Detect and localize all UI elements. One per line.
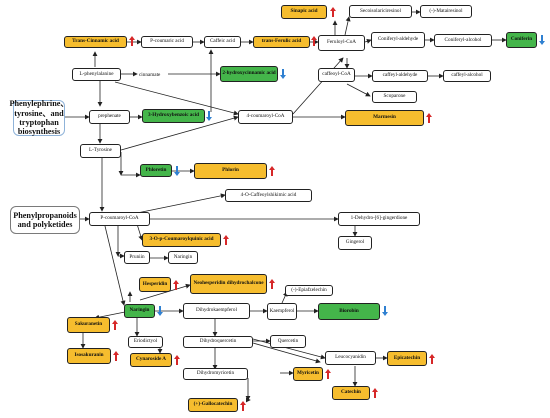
node-dihydroquercetin: Dihydroquercetin [183,336,253,348]
node-coniferyl-aldehyde: Coniferyl-aldehyde [371,32,425,48]
node-epiafzelechin: (-)-Epiafzelechin [285,285,333,296]
node-scoparone: Scoparone [372,91,417,103]
node-dihydromyricetin: Dihydromyricetin [183,368,248,380]
indicator-2-hydroxycinnamic-acid-icon [280,69,286,79]
node-myricetin: Myricetin [293,367,323,381]
node-3-o-p-coumaroylquinic-acid: 3-O-p-Coumaroylquinic acid [142,233,221,247]
node-sinapic-acid: Sinapic acid [281,5,327,19]
node-kaempferol: Kaempferol [267,303,297,320]
indicator-phloretin-icon [174,166,180,176]
indicator-sinapic-acid-icon [330,7,336,17]
node-coniferyl-alcohol: Coniferyl-alcohol [434,34,492,47]
node-4-o-caffeoylshikimic-acid: 4-O-Caffeoylshikimic acid [225,189,312,202]
node-l-tyrosine: L-Tyrosine [80,144,121,158]
indicator-biorobin-icon [382,306,388,316]
group-phenylephrine: Phenylephrine、tyrosine、and tryptophan bi… [9,99,69,137]
node-caffeyl-alcohol: caffeyl-alcohol [443,70,491,82]
node-2-hydroxycinnamic-acid: 2-hydroxycinnamic acid [220,66,278,82]
indicator-myricetin-icon [325,369,331,379]
indicator-trans-cinnamic-acid-icon [129,36,135,46]
indicator-naringin-icon [157,306,163,316]
node-l-phenylalanine: L-phenylalanine [72,68,121,81]
node-pruniin: Pruniin [124,251,150,264]
node-neohesperidin-dihydrochalcone: Neohesperidin dihydrochalcone [190,274,267,294]
node-1-dehydro-gingerdione: 1-Dehydro-[6]-gingerdione [338,212,420,226]
node-sakuranetin: Sakuranetin [67,317,110,333]
node-eriodictyol: Eriodictyol [128,336,163,348]
node-biorobin: Biorobin [318,303,380,320]
node-gallocatechin: (+)-Gallocatechin [188,398,238,412]
node-gingerol: Gingerol [338,236,372,250]
node-4-coumaroyl-coa: 4-coumaroyl-CoA [238,110,293,124]
node-coniferin: Coniferin [506,32,537,48]
node-marmesin: Marmesin [345,110,424,126]
node-p-coumaroyl-coa: P-coumaroyl-CoA [89,212,150,226]
indicator-marmesin-icon [426,113,432,123]
indicator-hesperidin-icon [173,280,179,290]
node-feruloyl-coa: Feruloyl-CoA [318,35,365,51]
node-phloretin: Phloretin [140,164,172,177]
node-hesperidin: Hesperidin [139,277,171,292]
node-caffeyl-aldehyde: caffeyl-aldehyde [372,70,428,82]
indicator-isosakuranin-icon [113,351,119,361]
node-catechin: Catechin [332,386,370,400]
node-naringin: Naringin [124,304,155,318]
node-phlorin: Phlorin [194,163,267,179]
indicator-phlorin-icon [269,166,275,176]
indicator-coniferin-icon [539,35,545,45]
indicator-cynaroside-a-icon [174,355,180,365]
node-trans-cinnamic-acid: Trans-Cinnamic acid [64,36,127,48]
indicator-3-o-p-coumaroylquinic-acid-icon [223,235,229,245]
indicator-catechin-icon [372,388,378,398]
node-caffeic-acid: Caffeic acid [204,36,241,48]
node-matairesinol: (-)-Matairesinol [420,5,472,18]
node-epicatechin: Epicatechin [387,351,427,366]
node-leucocyanidin: Leucocyanidin [325,351,376,365]
node-trans-ferulic-acid: trans-Ferulic acid [253,36,310,48]
node-p-coumaric-acid: P-coumaric acid [141,36,193,48]
node-cynaroside-a: Cynaroside A [130,353,172,367]
node-3-hydroxybenzoic-acid: 3-Hydroxybenzoic acid [142,109,205,123]
indicator-neohesperidin-dihydrochalcone-icon [269,279,275,289]
node-caffeoyl-coa: caffeoyl-CoA [318,68,355,82]
node-secoisolariciresinol: Secoisolariciresinol [349,5,412,18]
node-isosakuranin: Isosakuranin [67,348,111,364]
indicator-3-hydroxybenzoic-acid-icon [206,111,212,121]
label-cinnamate: cinnamate [139,72,161,78]
indicator-gallocatechin-icon [240,401,246,411]
indicator-trans-ferulic-acid-icon [311,36,317,46]
indicator-sakuranetin-icon [112,320,118,330]
node-quercetin: Quercetin [270,335,306,348]
indicator-epicatechin-icon [429,354,435,364]
group-phenylpropanoids: Phenylpropanoids and polyketides [10,206,80,234]
node-prephenate: prephenate [89,110,130,124]
node-dihydrokaempferol: Dihydrokaempferol [183,303,250,319]
node-naringin-top: Naringin [168,251,198,264]
